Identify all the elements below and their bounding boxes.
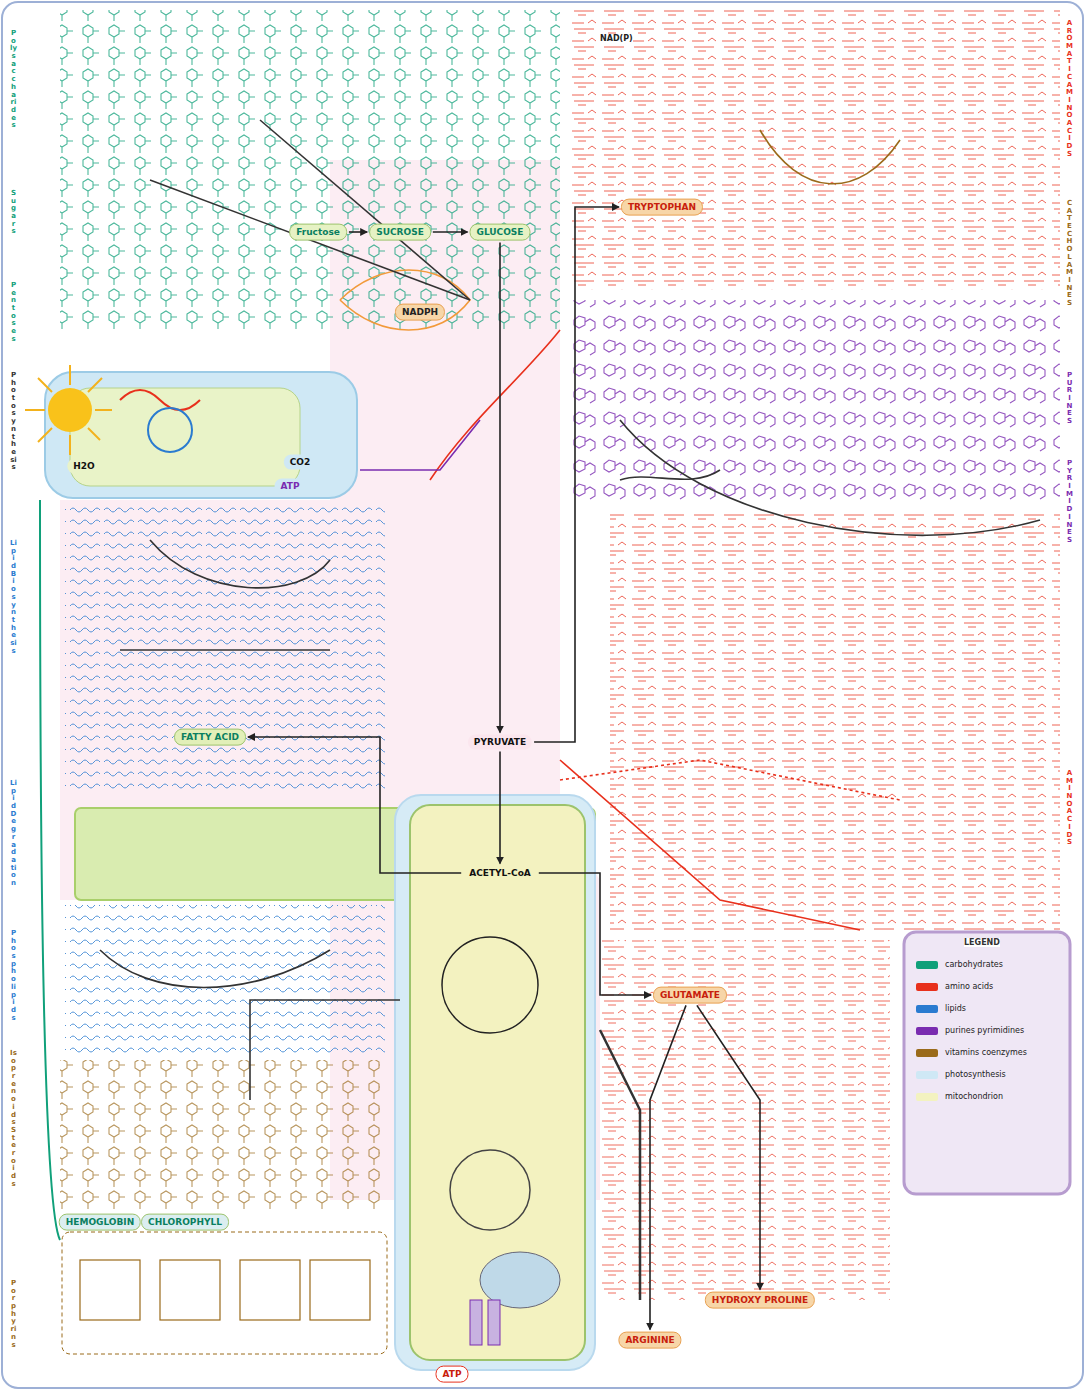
legend-row: lipids [916, 1004, 968, 1013]
section-label: Lipid Biosynthesis [10, 540, 17, 655]
section-label: PURINES [1066, 372, 1073, 426]
section-label: Isoprenoids Steroids [10, 1050, 17, 1188]
metabolite-name: ARGININE [625, 1335, 674, 1346]
legend-text: purines pyrimidines [943, 1026, 1026, 1035]
section-label: Phospholipids [10, 930, 17, 1022]
section-label: Polysaccharides [10, 30, 17, 130]
metabolite-name: NADPH [402, 307, 438, 318]
pathway-arrow [539, 873, 651, 995]
metabolite-name: CO2 [290, 457, 311, 468]
legend-swatch [916, 1049, 938, 1057]
metabolite-name: TRYPTOPHAN [628, 202, 696, 213]
pathway-arrow [499, 242, 501, 732]
metabolite-box: FATTY ACID [174, 729, 246, 746]
metabolite-name: H2O [73, 461, 94, 472]
metabolite-name: ATP [280, 481, 299, 492]
pathway-arrow [349, 231, 367, 233]
metabolite-name: ACETYL-CoA [469, 868, 531, 879]
section-label: Pentoses [10, 282, 17, 344]
metabolite-name: HYDROXY PROLINE [712, 1295, 808, 1306]
metabolite-box: ACETYL-CoA [463, 866, 537, 881]
legend-swatch [916, 1005, 938, 1013]
section-label: Sugars [10, 190, 17, 236]
metabolite-box: SUCROSE [369, 224, 431, 241]
metabolite-box: HYDROXY PROLINE [705, 1292, 815, 1309]
legend-swatch [916, 1093, 938, 1101]
legend-row: purines pyrimidines [916, 1026, 1026, 1035]
metabolite-name: CHLOROPHYLL [148, 1217, 222, 1228]
section-label: Porphyrins [10, 1280, 17, 1349]
legend-swatch [916, 961, 938, 969]
metabolite-name: FATTY ACID [181, 732, 239, 743]
metabolite-name: Fructose [296, 227, 340, 238]
metabolite-name: HEMOGLOBIN [66, 1217, 134, 1228]
metabolite-name: GLUTAMATE [660, 990, 720, 1001]
metabolite-box: Fructose [289, 224, 347, 241]
metabolite-box: HEMOGLOBIN [59, 1214, 141, 1231]
section-label: PYRIMIDINES [1066, 460, 1073, 545]
pathway-arrow [697, 1005, 760, 1289]
legend-text: carbohydrates [943, 960, 1005, 969]
metabolite-name: GLUCOSE [477, 227, 524, 238]
section-label: Lipid Degradation [10, 780, 17, 888]
legend-row: amino acids [916, 982, 995, 991]
section-label: AROMATIC AMINO ACIDS [1066, 20, 1073, 158]
section-label: Photosynthesis [10, 372, 17, 472]
legend-text: vitamins coenzymes [943, 1048, 1029, 1057]
pathway-arrow [499, 751, 501, 863]
pathway-arrow [534, 207, 619, 742]
legend-text: mitochondrion [943, 1092, 1005, 1101]
metabolite-name: ATP [442, 1369, 461, 1380]
legend-row: carbohydrates [916, 960, 1005, 969]
legend-row: vitamins coenzymes [916, 1048, 1029, 1057]
section-label: CATECHOLAMINES [1066, 200, 1073, 308]
metabolite-box: CO2 [284, 455, 317, 470]
legend-text: amino acids [943, 982, 995, 991]
legend-row: photosynthesis [916, 1070, 1008, 1079]
caption-label: NAD(P) [600, 34, 633, 43]
metabolite-box: GLUTAMATE [653, 987, 727, 1004]
legend-swatch [916, 983, 938, 991]
pathway-arrow [433, 231, 468, 233]
metabolite-name: SUCROSE [376, 227, 424, 238]
pathway-arrow [650, 1005, 686, 1329]
metabolite-box: ARGININE [618, 1332, 681, 1349]
pathway-arrow [248, 737, 461, 873]
legend-swatch [916, 1071, 938, 1079]
caption-label: LEGEND [964, 938, 1000, 947]
section-label: AMINO ACIDS [1066, 770, 1073, 847]
metabolite-box: NADPH [395, 304, 445, 321]
legend-text: lipids [943, 1004, 968, 1013]
metabolite-box: CHLOROPHYLL [141, 1214, 229, 1231]
metabolite-box: ATP [435, 1366, 468, 1383]
metabolite-box: H2O [67, 459, 100, 474]
metabolite-box: TRYPTOPHAN [621, 199, 703, 216]
metabolite-box: PYRUVATE [468, 735, 532, 750]
metabolite-box: GLUCOSE [470, 224, 531, 241]
metabolite-box: ATP [274, 479, 305, 494]
legend-swatch [916, 1027, 938, 1035]
legend-row: mitochondrion [916, 1092, 1005, 1101]
metabolite-name: PYRUVATE [474, 737, 526, 748]
legend-text: photosynthesis [943, 1070, 1008, 1079]
